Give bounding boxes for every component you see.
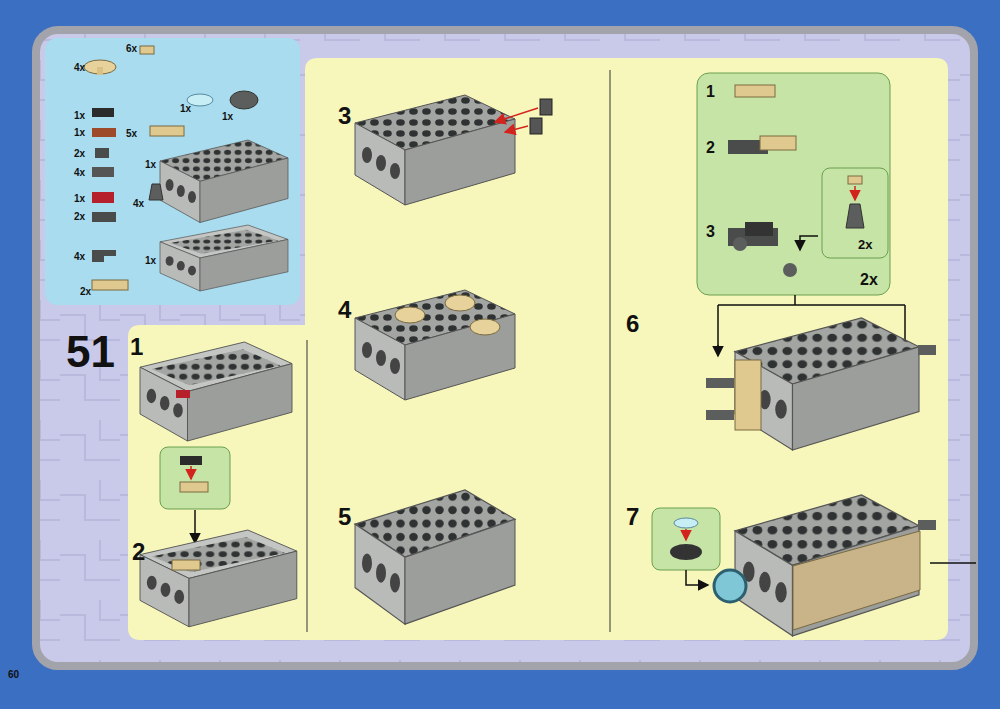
part-quantity: 1x xyxy=(145,256,156,266)
part-quantity: 1x xyxy=(74,194,85,204)
part-quantity: 2x xyxy=(74,149,85,159)
sub-step-number: 7 xyxy=(626,505,639,529)
part-quantity: 4x xyxy=(74,168,85,178)
parts-list-panel: 4x 6x 1x 1x 1x 5x 1x 2x 1x 4x 1x 4x 2x 4x 1x 2x xyxy=(45,38,300,305)
sub-step-number: 1 xyxy=(130,335,143,359)
part-quantity: 4x xyxy=(74,63,85,73)
step-number: 51 xyxy=(66,330,115,374)
repeat-inset: 2x xyxy=(822,168,888,258)
step-number: 2x xyxy=(858,238,872,251)
part-quantity: 1x xyxy=(74,128,85,138)
part-quantity: 2x xyxy=(80,287,91,297)
sub-step-number: 5 xyxy=(338,505,351,529)
step-number: 2 xyxy=(706,140,715,156)
step-number: 3 xyxy=(706,224,715,240)
step-number: 1 xyxy=(706,84,715,100)
page-number: 60 xyxy=(8,670,19,680)
part-quantity: 1x xyxy=(74,111,85,121)
part-quantity: 1x xyxy=(222,112,233,122)
sub-step-number: 3 xyxy=(338,104,351,128)
part-quantity: 1x xyxy=(145,160,156,170)
sub-step-inset: 1 2 3 2x 2x xyxy=(697,73,890,295)
part-quantity: 4x xyxy=(133,199,144,209)
sub-step-number: 4 xyxy=(338,298,351,322)
part-quantity: 5x xyxy=(126,129,137,139)
sub-step-number: 2 xyxy=(132,540,145,564)
part-quantity: 6x xyxy=(126,44,137,54)
sub-step-number: 6 xyxy=(626,312,639,336)
step-number: 2x xyxy=(860,272,878,288)
part-quantity: 1x xyxy=(180,104,191,114)
part-quantity: 4x xyxy=(74,252,85,262)
part-quantity: 2x xyxy=(74,212,85,222)
